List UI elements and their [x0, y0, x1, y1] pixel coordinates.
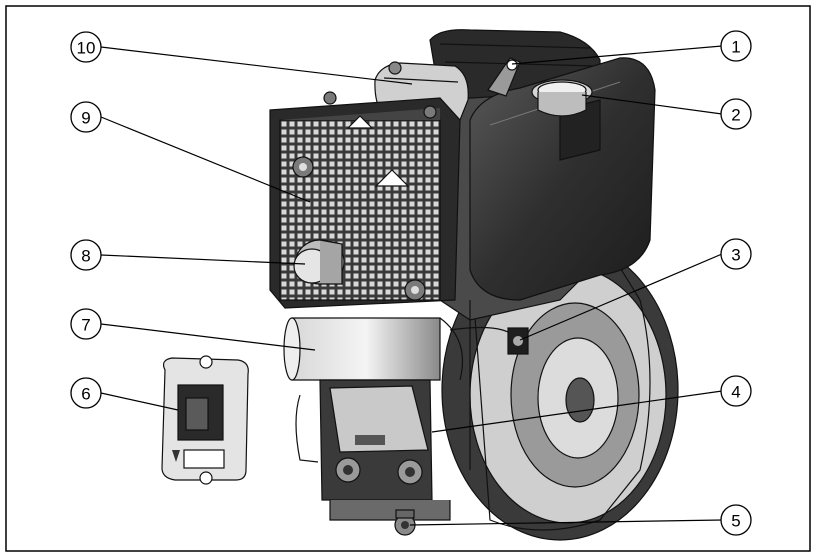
starter-motor	[283, 317, 521, 381]
drain-plug	[394, 509, 416, 536]
leader-4	[431, 390, 723, 433]
leader-5	[409, 519, 723, 526]
flywheel-housing	[441, 227, 679, 541]
callout-7: 7	[70, 308, 102, 340]
callout-1: 1	[720, 30, 752, 62]
callout-6: 6	[70, 377, 102, 409]
callout-label: 4	[731, 383, 740, 402]
leader-7	[100, 323, 316, 351]
leader-6	[100, 392, 179, 411]
air-cap	[293, 239, 345, 285]
callout-label: 9	[81, 109, 90, 128]
leader-10	[100, 46, 413, 85]
leader-8	[100, 254, 306, 265]
callout-4: 4	[720, 375, 752, 407]
callout-label: 3	[731, 246, 740, 265]
callout-3: 3	[720, 238, 752, 270]
callout-10: 10	[70, 31, 102, 63]
leader-1	[511, 45, 723, 65]
callout-label: 8	[81, 247, 90, 266]
callout-5: 5	[720, 504, 752, 536]
callouts: 1 2 3 4 5 6 7 8	[70, 30, 752, 536]
callout-2: 2	[720, 98, 752, 130]
control-module	[161, 355, 249, 485]
callout-label: 5	[731, 512, 740, 531]
leader-lines	[100, 45, 723, 526]
callout-8: 8	[70, 239, 102, 271]
leader-9	[100, 116, 311, 203]
callout-label: 10	[77, 39, 96, 58]
callout-9: 9	[70, 101, 102, 133]
control-plate	[295, 300, 471, 521]
callout-label: 7	[81, 316, 90, 335]
lifting-eye	[487, 57, 521, 97]
leader-3	[519, 253, 723, 341]
leader-2	[581, 94, 723, 115]
callout-label: 1	[731, 38, 740, 57]
callout-label: 6	[81, 385, 90, 404]
callout-label: 2	[731, 106, 740, 125]
fuel-tank	[469, 57, 656, 301]
sensor-connector	[507, 327, 529, 355]
engine-illustration	[269, 29, 679, 541]
figure-frame	[5, 5, 811, 552]
